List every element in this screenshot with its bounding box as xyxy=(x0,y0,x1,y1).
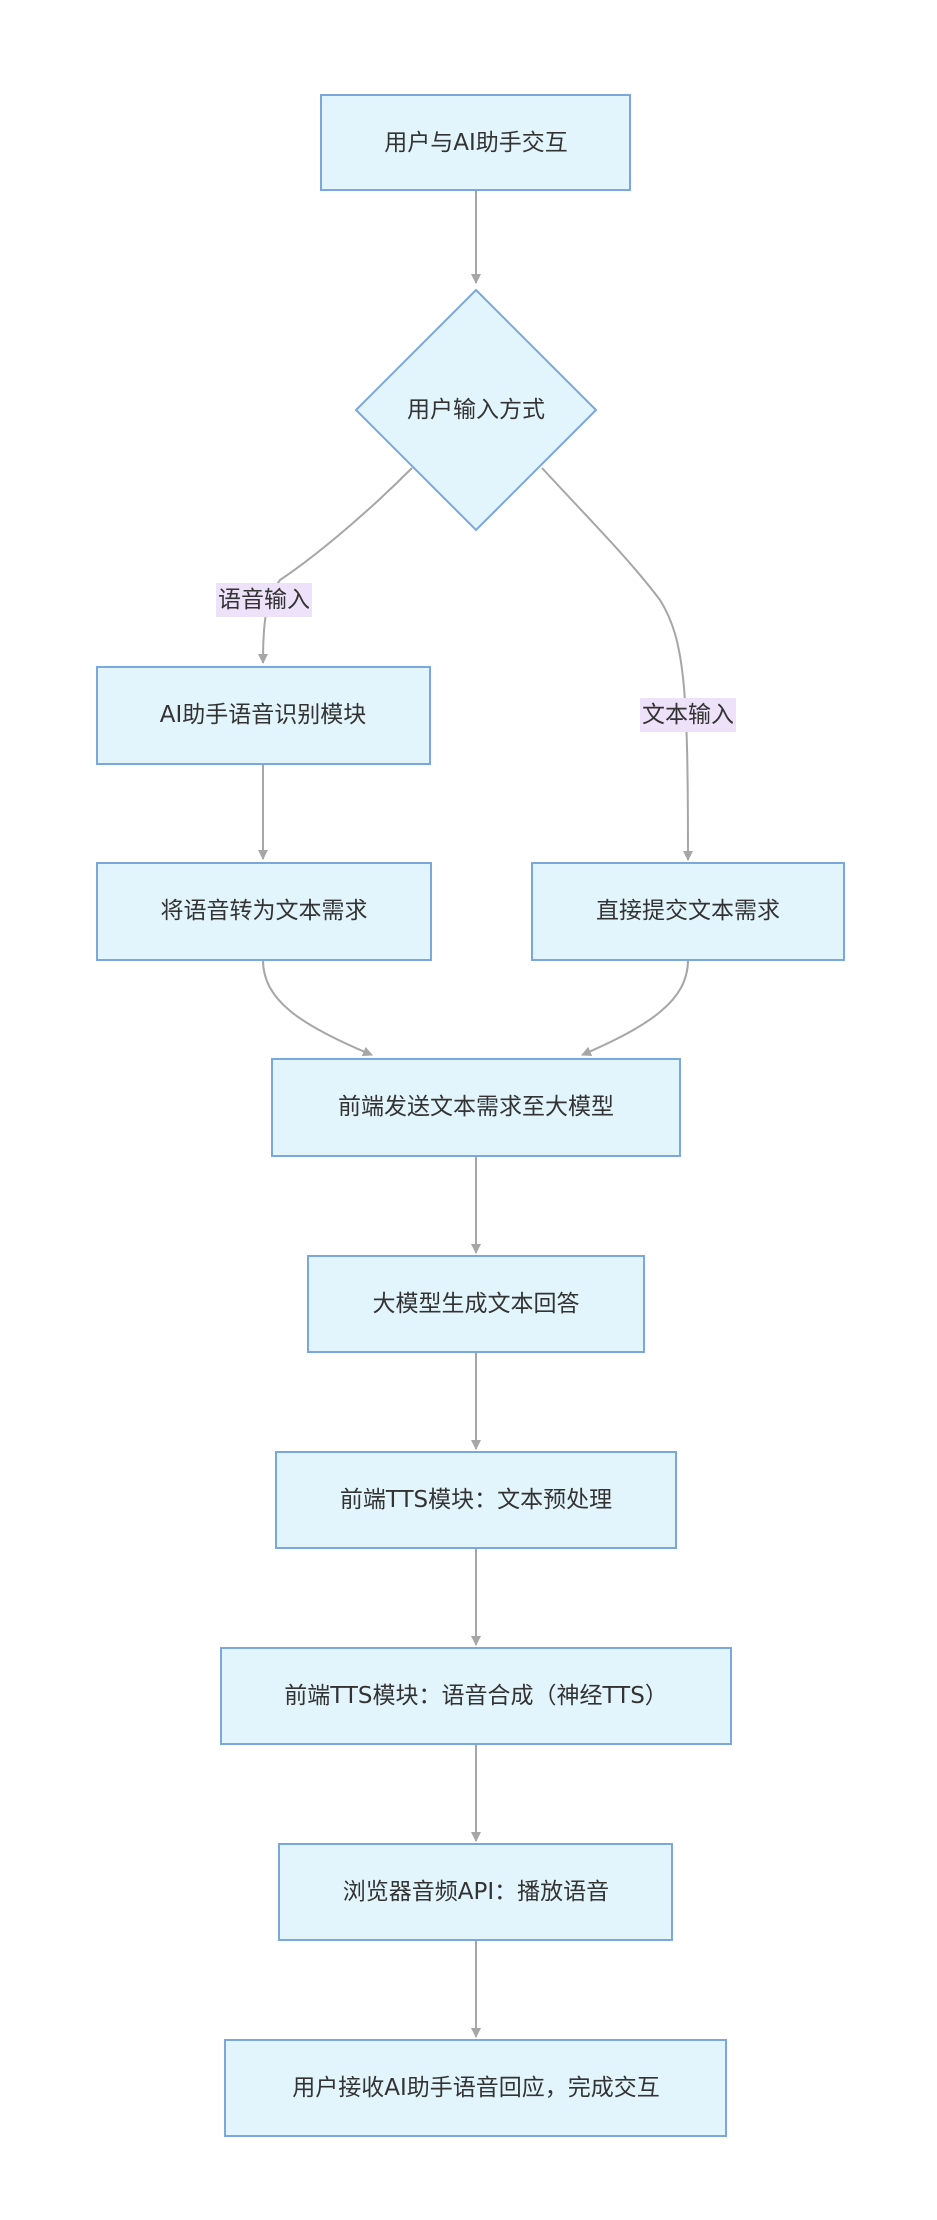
node-speech-to-text-label: 将语音转为文本需求 xyxy=(161,898,368,924)
node-asr-label: AI助手语音识别模块 xyxy=(160,702,367,728)
node-decision-label: 用户输入方式 xyxy=(407,397,545,423)
edge-direct-text-to-send xyxy=(581,959,689,1056)
node-decision: 用户输入方式 xyxy=(354,288,598,532)
edge-decision-to-asr xyxy=(258,467,413,664)
node-llm-answer-label: 大模型生成文本回答 xyxy=(373,1291,580,1317)
node-tts-preprocess: 前端TTS模块：文本预处理 xyxy=(275,1451,677,1549)
node-asr: AI助手语音识别模块 xyxy=(96,666,431,765)
node-direct-text: 直接提交文本需求 xyxy=(531,862,845,961)
node-llm-answer: 大模型生成文本回答 xyxy=(307,1255,645,1353)
node-tts-synthesis: 前端TTS模块：语音合成（神经TTS） xyxy=(220,1647,732,1745)
node-speech-to-text: 将语音转为文本需求 xyxy=(96,862,432,961)
edges xyxy=(258,190,693,2038)
edge-label-voice-text: 语音输入 xyxy=(218,587,310,613)
node-tts-synthesis-label: 前端TTS模块：语音合成（神经TTS） xyxy=(284,1683,668,1709)
node-audio-play: 浏览器音频API：播放语音 xyxy=(278,1843,673,1941)
edge-label-text: 文本输入 xyxy=(640,698,736,732)
node-start: 用户与AI助手交互 xyxy=(320,94,631,191)
node-start-label: 用户与AI助手交互 xyxy=(384,130,568,156)
node-tts-preprocess-label: 前端TTS模块：文本预处理 xyxy=(340,1487,612,1513)
node-end-label: 用户接收AI助手语音回应，完成交互 xyxy=(292,2075,660,2101)
node-send-to-llm: 前端发送文本需求至大模型 xyxy=(271,1058,681,1157)
node-direct-text-label: 直接提交文本需求 xyxy=(596,898,780,924)
edge-speech-to-text-to-send xyxy=(262,959,373,1057)
node-audio-play-label: 浏览器音频API：播放语音 xyxy=(343,1879,609,1905)
edge-decision-to-direct-text xyxy=(541,467,693,861)
node-end: 用户接收AI助手语音回应，完成交互 xyxy=(224,2039,727,2137)
node-send-to-llm-label: 前端发送文本需求至大模型 xyxy=(338,1094,614,1120)
edge-label-voice: 语音输入 xyxy=(216,583,312,617)
edge-label-text-text: 文本输入 xyxy=(642,702,734,728)
